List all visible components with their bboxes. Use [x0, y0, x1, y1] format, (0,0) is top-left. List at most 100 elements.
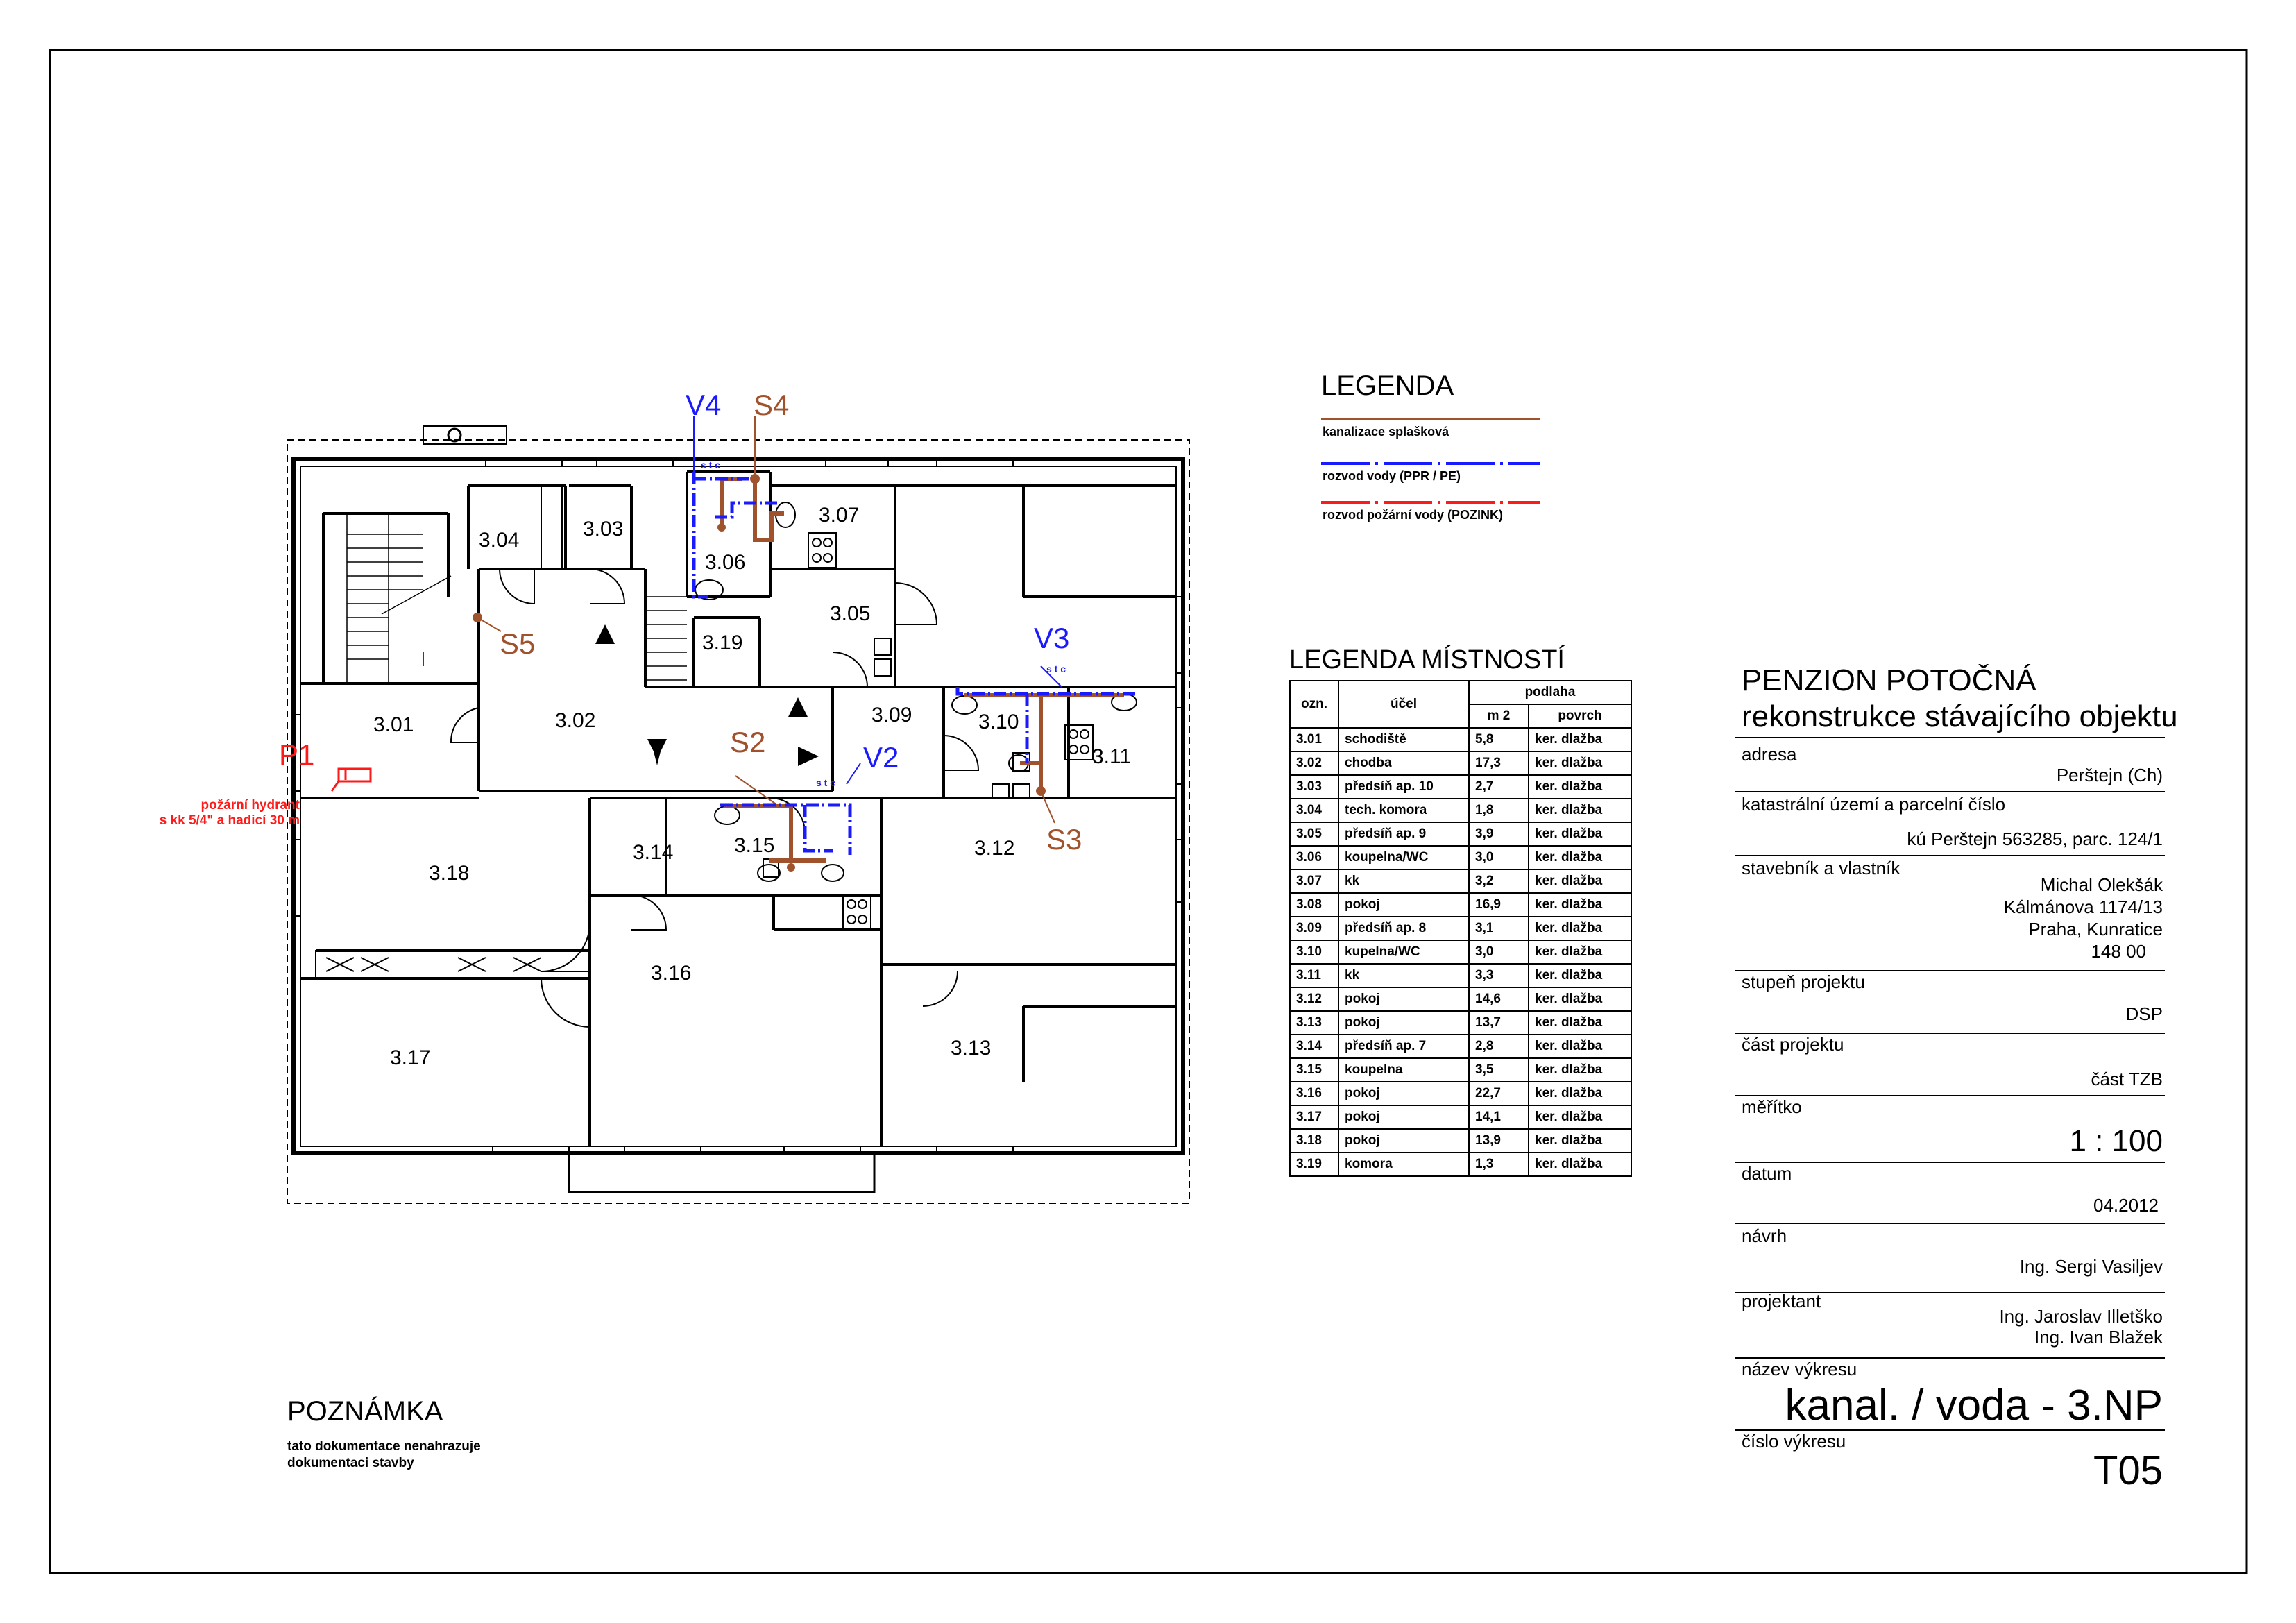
legend-item: kanalizace splašková [1323, 425, 1449, 439]
direction-arrows [595, 624, 819, 766]
room-surface: ker. dlažba [1528, 963, 1632, 988]
room-code: 3.03 [1289, 774, 1339, 799]
designer-line: Ing. Jaroslav Illetško [1999, 1306, 2163, 1327]
room-code: 3.01 [1289, 727, 1339, 752]
room-surface: ker. dlažba [1528, 916, 1632, 941]
room-area: 3,5 [1468, 1057, 1529, 1082]
room-label: 3.11 [1092, 745, 1132, 768]
col-area: m 2 [1468, 704, 1529, 729]
room-purpose: kk [1338, 869, 1470, 894]
owner-line: 148 00 [2091, 941, 2146, 962]
room-surface: ker. dlažba [1528, 1128, 1632, 1153]
room-code: 3.16 [1289, 1081, 1339, 1106]
room-area: 13,9 [1468, 1128, 1529, 1153]
room-code: 3.12 [1289, 987, 1339, 1012]
riser-label-p1: P1 [279, 738, 315, 771]
room-surface: ker. dlažba [1528, 940, 1632, 965]
room-surface: ker. dlažba [1528, 798, 1632, 823]
room-surface: ker. dlažba [1528, 869, 1632, 894]
room-code: 3.05 [1289, 822, 1339, 847]
designer-label: projektant [1742, 1291, 1821, 1311]
room-area: 2,8 [1468, 1034, 1529, 1059]
legend-item: rozvod požární vody (POZINK) [1323, 508, 1504, 522]
owner-line: Kálmánova 1174/13 [2003, 897, 2163, 917]
room-code: 3.10 [1289, 940, 1339, 965]
room-purpose: pokoj [1338, 1128, 1470, 1153]
room-surface: ker. dlažba [1528, 751, 1632, 776]
room-label: 3.12 [974, 837, 1015, 860]
room-area: 13,7 [1468, 1010, 1529, 1035]
room-code: 3.11 [1289, 963, 1339, 988]
designer-line: Ing. Ivan Blažek [2034, 1327, 2163, 1348]
room-purpose: koupelna/WC [1338, 845, 1470, 870]
cadastre-label: katastrální území a parcelní číslo [1742, 794, 2006, 815]
room-area: 3,9 [1468, 822, 1529, 847]
room-purpose: předsíň ap. 10 [1338, 774, 1470, 799]
room-surface: ker. dlažba [1528, 1105, 1632, 1130]
room-area: 3,0 [1468, 940, 1529, 965]
stage-label: stupeň projektu [1742, 971, 1865, 992]
address-label: adresa [1742, 744, 1797, 765]
owner-label: stavebník a vlastník [1742, 858, 1900, 878]
design-value: Ing. Sergi Vasiljev [2019, 1256, 2163, 1277]
room-code: 3.09 [1289, 916, 1339, 941]
drawing-no-value: T05 [2093, 1448, 2163, 1493]
riser-pointers-brown [477, 416, 1055, 824]
room-purpose: pokoj [1338, 1081, 1470, 1106]
room-purpose: pokoj [1338, 892, 1470, 917]
room-area: 14,1 [1468, 1105, 1529, 1130]
hydrant-note-line: požární hydrant [201, 798, 300, 813]
room-purpose: předsíň ap. 7 [1338, 1034, 1470, 1059]
room-code: 3.07 [1289, 869, 1339, 894]
room-label: 3.10 [978, 711, 1019, 733]
col-surface: povrch [1528, 704, 1632, 729]
riser-label-s4: S4 [754, 389, 790, 421]
scale-value: 1 : 100 [2069, 1124, 2163, 1158]
room-purpose: kupelna/WC [1338, 940, 1470, 965]
room-surface: ker. dlažba [1528, 727, 1632, 752]
note-line: tato dokumentace nenahrazuje [287, 1439, 481, 1454]
part-value: část TZB [2091, 1069, 2163, 1089]
room-area: 3,0 [1468, 845, 1529, 870]
room-area: 17,3 [1468, 751, 1529, 776]
room-purpose: koupelna [1338, 1057, 1470, 1082]
room-code: 3.18 [1289, 1128, 1339, 1153]
riser-label-s5: S5 [500, 627, 536, 660]
room-label: 3.16 [651, 962, 692, 985]
col-floor: podlaha [1468, 680, 1632, 705]
legend-title: LEGENDA [1321, 371, 1454, 401]
col-purpose: účel [1338, 680, 1470, 729]
room-purpose: pokoj [1338, 1105, 1470, 1130]
stage-value: DSP [2125, 1003, 2163, 1024]
floor-plan [287, 425, 1190, 1204]
design-label: návrh [1742, 1225, 1787, 1246]
room-surface: ker. dlažba [1528, 987, 1632, 1012]
riser-label-s2: S2 [730, 726, 766, 758]
riser-tag: s t c [701, 459, 721, 470]
room-surface: ker. dlažba [1528, 892, 1632, 917]
room-area: 1,3 [1468, 1152, 1529, 1177]
room-area: 1,8 [1468, 798, 1529, 823]
owner-line: Michal Olekšák [2040, 874, 2163, 895]
project-title: PENZION POTOČNÁ [1742, 663, 2036, 697]
room-code: 3.06 [1289, 845, 1339, 870]
room-purpose: tech. komora [1338, 798, 1470, 823]
room-code: 3.04 [1289, 798, 1339, 823]
col-code: ozn. [1289, 680, 1339, 729]
room-label: 3.19 [702, 631, 743, 654]
riser-label-v2: V2 [863, 741, 899, 774]
drawing-name-label: název výkresu [1742, 1359, 1857, 1379]
legend-item: rozvod vody (PPR / PE) [1323, 469, 1461, 483]
